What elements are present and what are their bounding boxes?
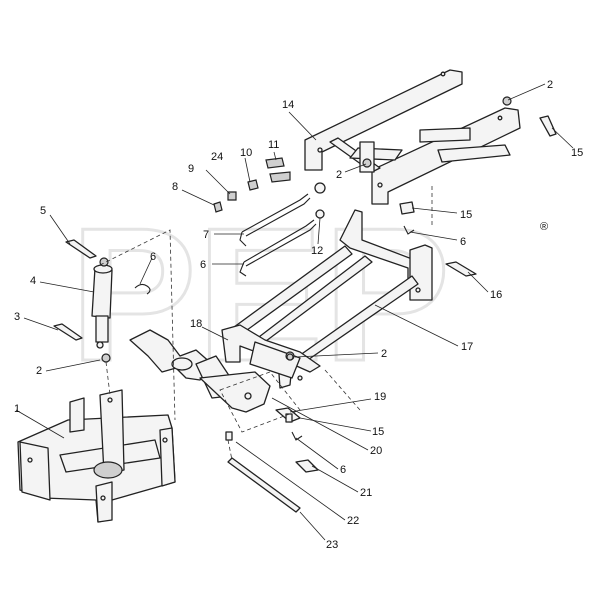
part-1-base-bracket — [17, 389, 176, 523]
label-19: 19 — [374, 391, 386, 403]
hoses — [239, 193, 317, 277]
label-14: 14 — [282, 99, 294, 111]
label-22: 22 — [347, 515, 359, 527]
label-6: 6 — [340, 464, 346, 476]
label-11: 10 — [240, 147, 252, 159]
label-1: 1 — [14, 403, 20, 415]
label-13: 12 — [311, 245, 323, 257]
label-20: 20 — [370, 445, 382, 457]
label-2: 2 — [547, 79, 553, 91]
label-15: 15 — [372, 426, 384, 438]
part-14-upper-frame — [304, 69, 521, 205]
label-15: 15 — [571, 147, 583, 159]
watermark-registered: ® — [540, 221, 548, 233]
label-15: 15 — [460, 209, 472, 221]
part-4-cylinder — [91, 257, 113, 349]
label-18: 18 — [190, 318, 202, 330]
label-24: 24 — [211, 151, 223, 163]
label-4: 4 — [30, 275, 36, 287]
label-3: 3 — [14, 311, 20, 323]
label-7: 6 — [200, 259, 206, 271]
label-2: 2 — [381, 348, 387, 360]
label-23: 23 — [326, 539, 338, 551]
label-16: 16 — [490, 289, 502, 301]
label-10: 9 — [188, 163, 194, 175]
label-2: 2 — [36, 365, 42, 377]
label-6: 6 — [460, 236, 466, 248]
label-8: 7 — [203, 229, 209, 241]
part-18-pivot-bracket — [129, 329, 271, 413]
label-21: 21 — [360, 487, 372, 499]
label-12: 11 — [268, 139, 279, 151]
label-6: 6 — [150, 251, 156, 263]
part-23-pin — [227, 457, 301, 513]
label-5: 5 — [40, 205, 46, 217]
part-17-lower-frame — [221, 209, 433, 389]
leader-lines — [15, 83, 574, 541]
label-9: 8 — [172, 181, 178, 193]
label-2: 2 — [336, 169, 342, 181]
reference-labels: 2 15 14 2 10 11 24 9 8 7 6 12 15 6 16 17… — [14, 79, 583, 551]
label-17: 17 — [461, 341, 473, 353]
